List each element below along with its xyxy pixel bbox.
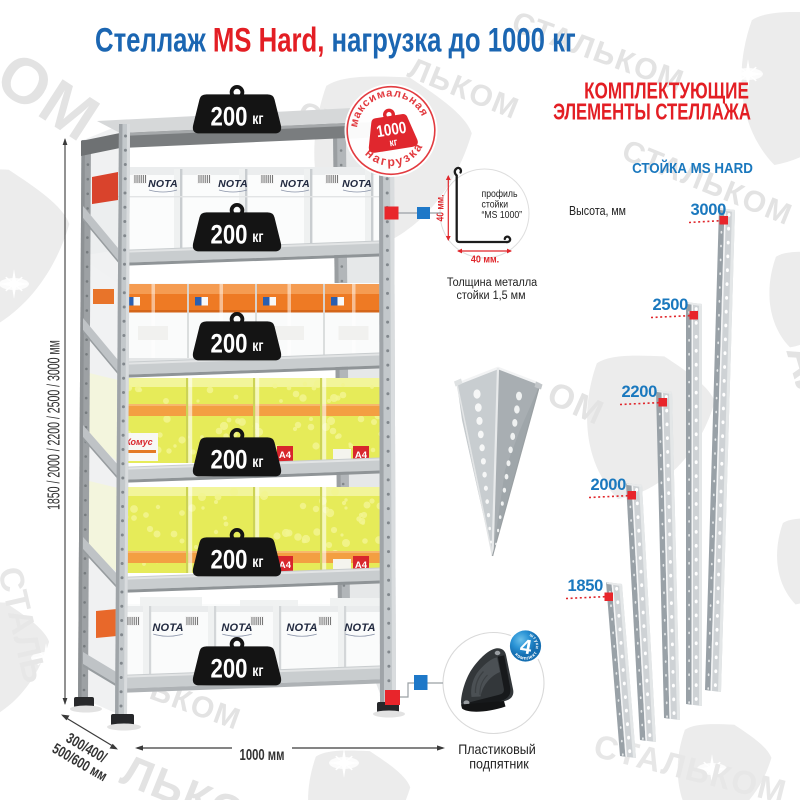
svg-text:NOTA: NOTA: [342, 178, 372, 190]
svg-text:Стеллаж MS Hard, нагрузка до 1: Стеллаж MS Hard, нагрузка до 1000 кг: [95, 22, 576, 59]
svg-text:кг: кг: [389, 136, 399, 149]
svg-text:Толщина металла: Толщина металла: [447, 276, 538, 289]
svg-text:кг: кг: [252, 228, 263, 246]
svg-text:кг: кг: [252, 110, 263, 128]
svg-text:Пластиковый: Пластиковый: [458, 742, 536, 758]
svg-text:1000: 1000: [375, 118, 408, 141]
svg-text:200: 200: [211, 655, 248, 684]
svg-text:кг: кг: [252, 553, 263, 571]
svg-text:Высота, мм: Высота, мм: [569, 203, 626, 218]
svg-text:стойки 1,5 мм: стойки 1,5 мм: [456, 289, 525, 302]
svg-text:2200: 2200: [621, 383, 657, 401]
svg-text:NOTA: NOTA: [148, 178, 178, 190]
svg-text:A4: A4: [279, 560, 292, 571]
svg-text:“MS 1000”: “MS 1000”: [482, 209, 523, 220]
svg-text:2000: 2000: [590, 476, 626, 494]
svg-text:кг: кг: [252, 337, 263, 355]
svg-text:40 мм.: 40 мм.: [435, 195, 446, 222]
svg-text:стойки: стойки: [482, 199, 509, 210]
svg-text:2500: 2500: [652, 296, 688, 314]
svg-text:1850 / 2000 / 2200 / 2500 / 30: 1850 / 2000 / 2200 / 2500 / 3000 мм: [45, 340, 64, 510]
svg-text:200: 200: [211, 546, 248, 575]
svg-text:штуки: штуки: [529, 632, 540, 649]
svg-text:A4: A4: [355, 560, 368, 571]
svg-text:кг: кг: [252, 453, 263, 471]
svg-text:4: 4: [518, 635, 534, 660]
svg-text:подпятник: подпятник: [469, 756, 529, 772]
svg-text:NOTA: NOTA: [344, 622, 375, 634]
svg-text:профиль: профиль: [482, 188, 518, 199]
svg-text:ЭЛЕМЕНТЫ СТЕЛЛАЖА: ЭЛЕМЕНТЫ СТЕЛЛАЖА: [553, 100, 751, 125]
svg-text:A4: A4: [355, 450, 368, 461]
svg-text:200: 200: [211, 103, 248, 132]
svg-text:NOTA: NOTA: [152, 622, 183, 634]
svg-text:3000: 3000: [690, 201, 726, 219]
svg-text:NOTA: NOTA: [286, 622, 317, 634]
svg-text:200: 200: [211, 330, 248, 359]
svg-text:Комус: Комус: [125, 437, 152, 447]
svg-text:NOTA: NOTA: [221, 622, 252, 634]
svg-text:NOTA: NOTA: [218, 178, 248, 190]
svg-text:кг: кг: [252, 662, 263, 680]
svg-text:200: 200: [211, 446, 248, 475]
svg-text:СТОЙКА MS HARD: СТОЙКА MS HARD: [632, 158, 753, 176]
svg-text:КОМПЛЕКТУЮЩИЕ: КОМПЛЕКТУЮЩИЕ: [584, 79, 749, 104]
svg-text:1850: 1850: [567, 577, 603, 595]
svg-text:1000 мм: 1000 мм: [240, 745, 285, 763]
svg-text:200: 200: [211, 221, 248, 250]
svg-text:40 мм.: 40 мм.: [471, 254, 500, 266]
svg-text:NOTA: NOTA: [280, 178, 310, 190]
svg-text:A4: A4: [279, 450, 292, 461]
